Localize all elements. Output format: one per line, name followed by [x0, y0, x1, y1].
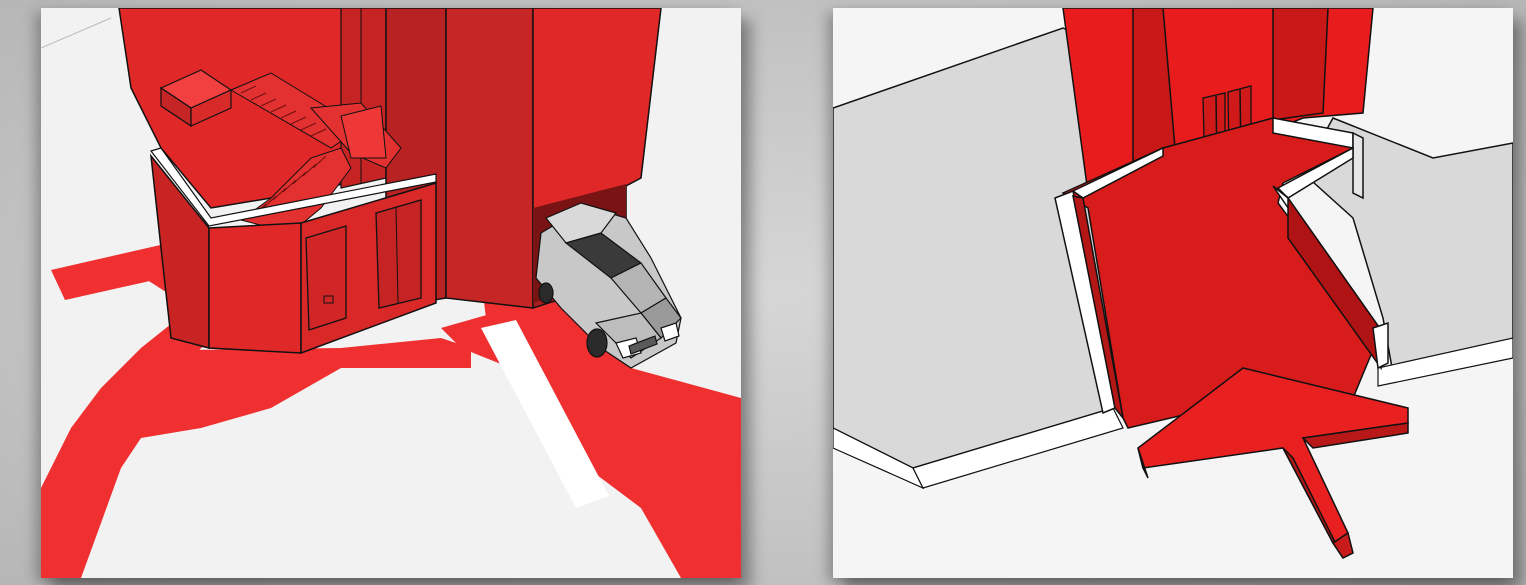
white-lane-stripe — [481, 320, 609, 508]
balcony-railing — [149, 147, 437, 227]
direction-arrow-icon — [1137, 367, 1409, 559]
gray-car — [535, 202, 682, 369]
red-walkway — [1054, 117, 1389, 429]
side-door — [375, 199, 422, 309]
left-render-illustration — [41, 8, 741, 578]
right-render-illustration — [833, 8, 1513, 578]
right-render-panel — [833, 8, 1513, 578]
front-door — [305, 225, 347, 331]
left-render-panel — [41, 8, 741, 578]
